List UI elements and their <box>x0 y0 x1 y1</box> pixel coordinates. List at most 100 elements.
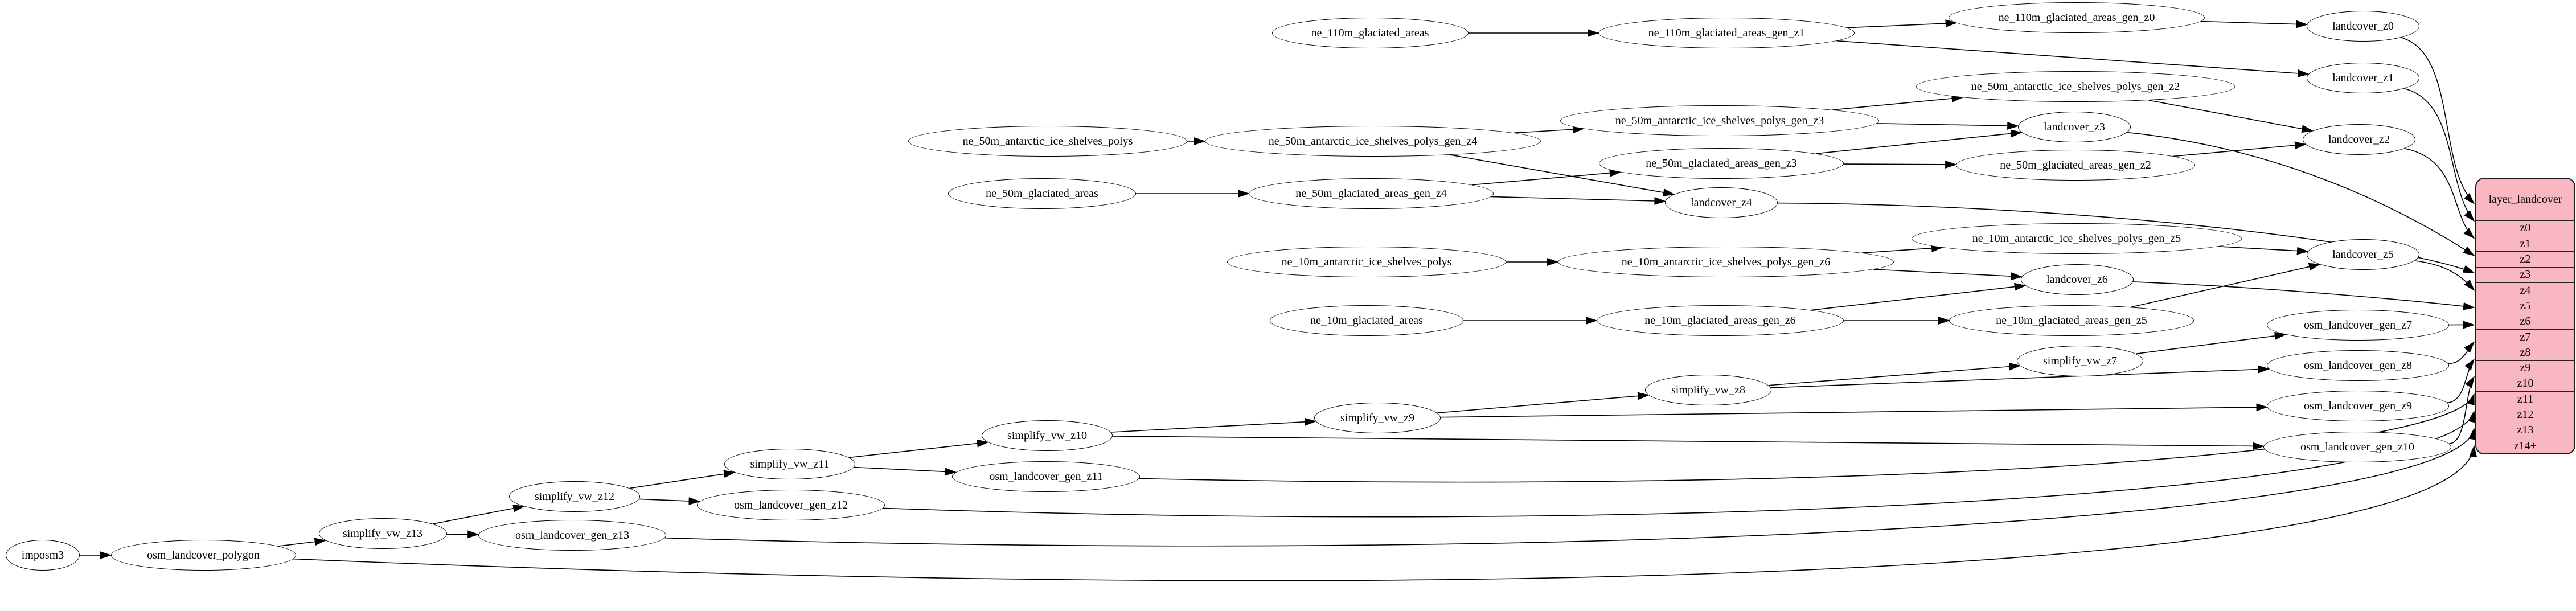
graph-node-imposm3: imposm3 <box>6 540 80 571</box>
graph-node-simplify_vw_z11: simplify_vw_z11 <box>724 449 855 479</box>
graph-node-simplify_vw_z12: simplify_vw_z12 <box>509 481 640 512</box>
graph-node-osm_landcover_gen_z10: osm_landcover_gen_z10 <box>2263 432 2451 462</box>
edge-ne_50m_glaciated_areas_gen_z4-to-ne_50m_glaciated_areas_gen_z3 <box>1472 169 1622 186</box>
edge-osm_landcover_gen_z10-to-layer-row-z10 <box>2448 376 2475 444</box>
graph-node-ne_10m_glaciated_areas: ne_10m_glaciated_areas <box>1270 305 1463 336</box>
graph-node-simplify_vw_z10: simplify_vw_z10 <box>982 420 1113 451</box>
edge-ne_50m_antarctic_ice_shelves_polys_gen_z4-to-landcover_z4 <box>1450 154 1675 196</box>
edge-ne_50m_antarctic_ice_shelves_polys_gen_z4-to-ne_50m_antarctic_ice_shelves_polys_gen_z3 <box>1513 125 1585 134</box>
graph-node-ne_10m_antarctic_ice_shelves_polys_gen_z5: ne_10m_antarctic_ice_shelves_polys_gen_z… <box>1912 223 2242 254</box>
edge-ne_110m_glaciated_areas_gen_z1-to-ne_110m_glaciated_areas_gen_z0 <box>1847 19 1958 28</box>
edge-landcover_z0-to-layer-row-z0 <box>2401 37 2475 204</box>
edge-landcover_z6-to-layer-row-z6 <box>2132 281 2475 310</box>
edge-simplify_vw_z8-to-simplify_vw_z7 <box>1768 362 2021 386</box>
table-row-z14+: z14+ <box>2476 438 2574 453</box>
edge-osm_landcover_polygon-to-simplify_vw_z13 <box>278 538 327 547</box>
edge-ne_110m_glaciated_areas_gen_z0-to-landcover_z0 <box>2201 20 2308 28</box>
graph-node-simplify_vw_z9: simplify_vw_z9 <box>1314 403 1441 433</box>
edge-ne_10m_glaciated_areas_gen_z5-to-landcover_z5 <box>2131 263 2321 308</box>
table-row-z6: z6 <box>2476 313 2574 329</box>
edge-ne_50m_glaciated_areas_gen_z2-to-landcover_z2 <box>2173 141 2307 157</box>
graph-node-landcover_z2: landcover_z2 <box>2303 124 2415 155</box>
edge-osm_landcover_gen_z8-to-layer-row-z8 <box>2448 341 2475 364</box>
graph-node-osm_landcover_gen_z13: osm_landcover_gen_z13 <box>478 520 666 551</box>
graph-node-osm_landcover_gen_z11: osm_landcover_gen_z11 <box>952 461 1140 492</box>
table-row-z12: z12 <box>2476 407 2574 422</box>
graph-node-ne_10m_antarctic_ice_shelves_polys_gen_z6: ne_10m_antarctic_ice_shelves_polys_gen_z… <box>1558 247 1894 277</box>
edge-simplify_vw_z9-to-simplify_vw_z8 <box>1437 392 1650 413</box>
edge-landcover_z4-to-layer-row-z4 <box>1777 202 2475 273</box>
graph-node-osm_landcover_polygon: osm_landcover_polygon <box>110 540 296 571</box>
table-row-z1: z1 <box>2476 236 2574 251</box>
graph-node-ne_10m_glaciated_areas_gen_z6: ne_10m_glaciated_areas_gen_z6 <box>1597 305 1844 336</box>
graph-node-ne_50m_antarctic_ice_shelves_polys_gen_z3: ne_50m_antarctic_ice_shelves_polys_gen_z… <box>1560 105 1879 136</box>
edge-simplify_vw_z12-to-simplify_vw_z11 <box>629 470 736 489</box>
graph-node-landcover_z4: landcover_z4 <box>1665 187 1778 218</box>
edge-osm_landcover_gen_z11-to-layer-row-z11 <box>1139 393 2475 483</box>
graph-node-ne_110m_glaciated_areas_gen_z0: ne_110m_glaciated_areas_gen_z0 <box>1949 2 2205 33</box>
table-row-z5: z5 <box>2476 298 2574 313</box>
edge-ne_110m_glaciated_areas_gen_z1-to-landcover_z1 <box>1836 40 2310 77</box>
graph-node-ne_10m_antarctic_ice_shelves_polys: ne_10m_antarctic_ice_shelves_polys <box>1227 247 1506 277</box>
edge-landcover_z3-to-layer-row-z3 <box>2127 132 2475 256</box>
edge-ne_50m_glaciated_areas_gen_z3-to-ne_50m_glaciated_areas_gen_z2 <box>1843 160 1957 169</box>
edge-ne_50m_antarctic_ice_shelves_polys_gen_z2-to-landcover_z2 <box>2148 100 2314 133</box>
edge-simplify_vw_z12-to-osm_landcover_gen_z12 <box>639 497 701 505</box>
graph-node-ne_50m_glaciated_areas: ne_50m_glaciated_areas <box>948 178 1136 209</box>
edge-ne_10m_antarctic_ice_shelves_polys_gen_z6-to-ne_10m_antarctic_ice_shelves_polys_gen_z5 <box>1861 244 1943 253</box>
graph-node-ne_110m_glaciated_areas_gen_z1: ne_110m_glaciated_areas_gen_z1 <box>1598 18 1855 48</box>
graph-node-landcover_z6: landcover_z6 <box>2021 264 2134 295</box>
edge-ne_50m_antarctic_ice_shelves_polys_gen_z3-to-ne_50m_antarctic_ice_shelves_polys_gen_z2 <box>1832 94 1964 110</box>
graph-node-osm_landcover_gen_z9: osm_landcover_gen_z9 <box>2267 391 2449 421</box>
table-row-z11: z11 <box>2476 391 2574 407</box>
table-row-z3: z3 <box>2476 266 2574 282</box>
table-header: layer_landcover <box>2488 192 2562 206</box>
edge-ne_50m_glaciated_areas_gen_z4-to-landcover_z4 <box>1491 196 1667 205</box>
edge-ne_50m_antarctic_ice_shelves_polys_gen_z3-to-landcover_z3 <box>1876 121 2019 130</box>
graph-node-ne_50m_glaciated_areas_gen_z3: ne_50m_glaciated_areas_gen_z3 <box>1599 148 1844 179</box>
edge-simplify_vw_z9-to-osm_landcover_gen_z9 <box>1440 403 2269 418</box>
graph-node-landcover_z3: landcover_z3 <box>2018 112 2131 142</box>
edge-osm_landcover_gen_z13-to-layer-row-z13 <box>664 428 2476 547</box>
table-row-z4: z4 <box>2476 282 2574 298</box>
table-row-z0: z0 <box>2476 220 2574 236</box>
table-row-z10: z10 <box>2476 375 2574 391</box>
edge-simplify_vw_z10-to-simplify_vw_z9 <box>1111 417 1317 433</box>
graph-node-ne_10m_glaciated_areas_gen_z5: ne_10m_glaciated_areas_gen_z5 <box>1949 305 2194 336</box>
table-row-z13: z13 <box>2476 422 2574 438</box>
table-row-z9: z9 <box>2476 360 2574 376</box>
graph-node-osm_landcover_gen_z8: osm_landcover_gen_z8 <box>2267 350 2449 381</box>
table-row-z2: z2 <box>2476 251 2574 266</box>
graph-node-ne_50m_glaciated_areas_gen_z4: ne_50m_glaciated_areas_gen_z4 <box>1249 178 1494 209</box>
edge-landcover_z1-to-layer-row-z1 <box>2403 88 2475 222</box>
edge-simplify_vw_z13-to-simplify_vw_z12 <box>432 504 525 524</box>
graph-node-osm_landcover_gen_z7: osm_landcover_gen_z7 <box>2267 310 2449 341</box>
edge-ne_10m_antarctic_ice_shelves_polys_gen_z6-to-landcover_z6 <box>1873 269 2023 281</box>
edge-osm_landcover_polygon-to-layer-row-z14+ <box>293 445 2477 581</box>
edge-osm_landcover_gen_z9-to-layer-row-z9 <box>2447 358 2475 404</box>
edge-ne_10m_antarctic_ice_shelves_polys_gen_z5-to-landcover_z5 <box>2218 246 2309 255</box>
graph-node-simplify_vw_z7: simplify_vw_z7 <box>2017 346 2143 376</box>
edge-simplify_vw_z7-to-osm_landcover_gen_z7 <box>2135 331 2287 355</box>
graph-node-ne_50m_antarctic_ice_shelves_polys_gen_z2: ne_50m_antarctic_ice_shelves_polys_gen_z… <box>1916 71 2235 102</box>
edge-simplify_vw_z11-to-simplify_vw_z10 <box>848 439 989 458</box>
table-row-z7: z7 <box>2476 329 2574 345</box>
graph-node-ne_50m_glaciated_areas_gen_z2: ne_50m_glaciated_areas_gen_z2 <box>1956 150 2195 181</box>
graph-node-osm_landcover_gen_z12: osm_landcover_gen_z12 <box>697 490 885 520</box>
graph-node-landcover_z0: landcover_z0 <box>2307 11 2419 42</box>
graph-node-landcover_z5: landcover_z5 <box>2307 239 2419 270</box>
graph-node-landcover_z1: landcover_z1 <box>2307 63 2419 93</box>
table-row-z8: z8 <box>2476 345 2574 360</box>
edge-simplify_vw_z8-to-osm_landcover_gen_z8 <box>1770 365 2270 388</box>
edge-simplify_vw_z11-to-osm_landcover_gen_z11 <box>854 466 957 476</box>
graph-node-simplify_vw_z13: simplify_vw_z13 <box>318 518 447 549</box>
edge-ne_50m_glaciated_areas_gen_z3-to-landcover_z3 <box>1816 129 2023 154</box>
edge-simplify_vw_z10-to-osm_landcover_gen_z10 <box>1112 436 2265 450</box>
edge-ne_10m_glaciated_areas_gen_z6-to-landcover_z6 <box>1811 282 2027 311</box>
graph-node-ne_50m_antarctic_ice_shelves_polys: ne_50m_antarctic_ice_shelves_polys <box>908 126 1187 157</box>
graph-node-ne_110m_glaciated_areas: ne_110m_glaciated_areas <box>1271 18 1469 48</box>
